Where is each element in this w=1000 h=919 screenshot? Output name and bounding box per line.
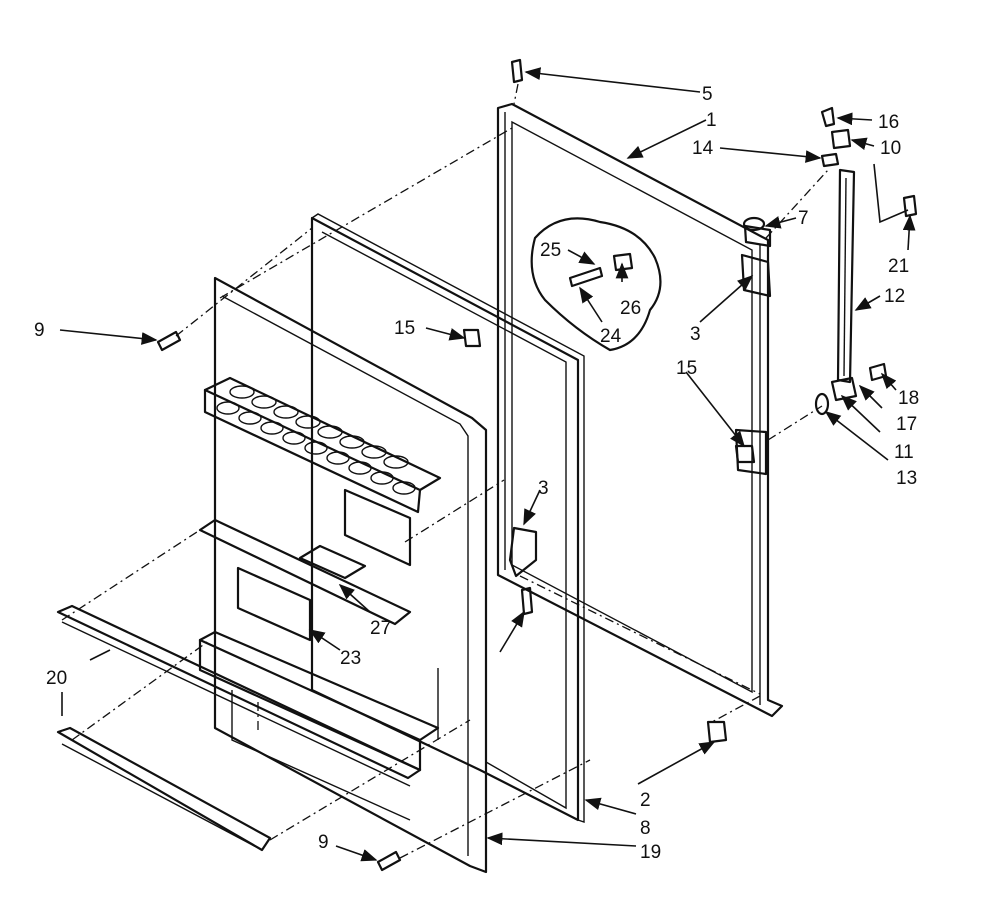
- label-3-top: 3: [690, 324, 701, 345]
- cap-7: [742, 216, 766, 232]
- washer-13: [814, 392, 830, 416]
- label-1: 1: [706, 110, 717, 131]
- screw-9a: [156, 330, 182, 352]
- label-15-left: 15: [394, 318, 415, 339]
- screw-16: [820, 106, 836, 128]
- hardware-parts: [156, 58, 918, 872]
- label-23: 23: [340, 648, 361, 669]
- door-gasket: [310, 213, 585, 823]
- screw-4: [520, 586, 534, 616]
- label-21: 21: [888, 256, 909, 277]
- hinge-pin-rod: [836, 168, 856, 384]
- bolt-24: [568, 266, 604, 288]
- label-17: 17: [896, 414, 917, 435]
- hinge-10: [830, 128, 852, 150]
- stop-15b: [734, 444, 756, 464]
- outer-door-panel: [496, 102, 784, 718]
- label-16: 16: [878, 112, 899, 133]
- clip-21: [902, 194, 918, 218]
- label-24: 24: [600, 326, 622, 347]
- label-26: 26: [620, 298, 641, 319]
- nut-26: [612, 252, 634, 272]
- leader-lines: [59, 67, 916, 862]
- screw-5: [510, 58, 524, 84]
- label-13: 13: [896, 468, 917, 489]
- label-20: 20: [46, 668, 67, 689]
- label-14: 14: [692, 138, 714, 159]
- label-9-top: 9: [34, 320, 45, 341]
- screw-18: [868, 362, 888, 382]
- label-5: 5: [702, 84, 713, 105]
- label-8: 8: [640, 818, 651, 839]
- label-18: 18: [898, 388, 919, 409]
- label-3-low: 3: [538, 478, 549, 499]
- label-11: 11: [894, 442, 914, 463]
- label-27: 27: [370, 618, 391, 639]
- label-7: 7: [798, 208, 809, 229]
- door-shelf-bars: [56, 604, 422, 852]
- screw-9b: [376, 850, 402, 872]
- label-19: 19: [640, 842, 661, 863]
- stop-15a: [462, 328, 482, 348]
- label-12: 12: [884, 286, 905, 307]
- part-labels: 5 1 16 10 14 7 21 12 3 15 15 9 25 26 24 …: [34, 84, 919, 863]
- label-10: 10: [880, 138, 901, 159]
- insulation-cutaway: [530, 217, 662, 352]
- label-15-right: 15: [676, 358, 697, 379]
- washer-14: [820, 152, 840, 168]
- inner-door-liner: [198, 276, 488, 874]
- egg-tray: [216, 385, 416, 495]
- label-2: 2: [640, 790, 651, 811]
- foot-2: [706, 720, 728, 744]
- label-9-bottom: 9: [318, 832, 329, 853]
- alignment-lines: [61, 83, 829, 859]
- label-25: 25: [540, 240, 561, 261]
